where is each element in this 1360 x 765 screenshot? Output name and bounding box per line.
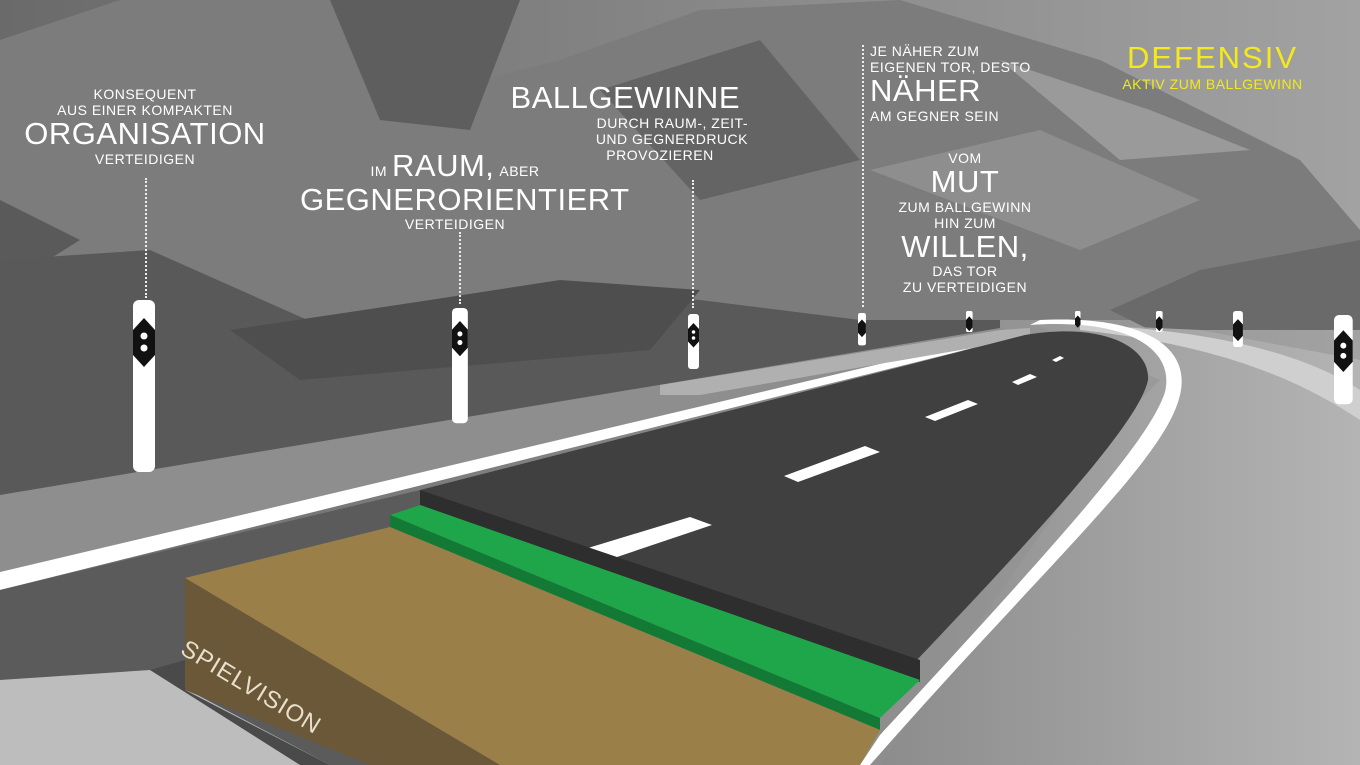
road-surface [420, 331, 1149, 662]
keyword: ORGANISATION [24, 116, 266, 152]
keyword2: GEGNERORIENTIERT [300, 181, 630, 217]
green-layer [390, 505, 920, 718]
keyword: BALLGEWINNE [510, 80, 740, 115]
spielvision-top [185, 527, 880, 765]
leader-line-1 [145, 178, 147, 298]
principle-mut-willen: VOM MUT ZUM BALLGEWINN HIN ZUM WILLEN, D… [890, 150, 1040, 296]
principle-ballgewinne: BALLGEWINNE DURCH RAUM-, ZEIT- UND GEGNE… [510, 80, 748, 163]
leader-line-4 [862, 45, 864, 307]
keyword2: WILLEN, [901, 228, 1029, 264]
keyword: RAUM, [392, 148, 495, 183]
keyword: NÄHER [870, 73, 982, 109]
text-line: VOM [948, 150, 982, 166]
text-line: PROVOZIEREN [606, 146, 714, 163]
text-line: ZUM BALLGEWINN [898, 198, 1032, 215]
leader-line-2 [459, 232, 461, 304]
principle-raum: IM RAUM, ABER GEGNERORIENTIERT VERTEIDIG… [300, 148, 630, 233]
text-line: DURCH RAUM-, ZEIT- [596, 114, 748, 131]
principle-naeher: JE NÄHER ZUM EIGENEN TOR, DESTO NÄHER AM… [870, 43, 1070, 124]
text-line: HIN ZUM [934, 214, 996, 231]
text-line: JE NÄHER ZUM [870, 43, 980, 59]
text-line: DAS TOR [932, 263, 998, 280]
left-verge [0, 328, 1015, 572]
guard-rail [660, 328, 1030, 395]
center-dashes [588, 356, 1064, 560]
text-line: VERTEIDIGEN [94, 150, 196, 167]
text-line: ZU VERTEIDIGEN [902, 279, 1028, 296]
text-line: EIGENEN TOR, DESTO [870, 59, 1031, 76]
text-line: UND GEGNERDRUCK [595, 130, 748, 147]
title-block: DEFENSIV AKTIV ZUM BALLGEWINN [1115, 40, 1310, 92]
reflector-posts [133, 300, 1353, 472]
text-line: VERTEIDIGEN [404, 216, 506, 233]
right-verge [880, 322, 1360, 765]
leader-line-3 [692, 180, 694, 308]
text-line: AUS EINER KOMPAKTEN [57, 102, 233, 119]
keyword: MUT [930, 164, 1000, 200]
title-main: DEFENSIV [1126, 40, 1299, 75]
mountains [0, 0, 1360, 500]
spielvision-front [185, 578, 500, 765]
road-side-face [420, 490, 920, 682]
text-line: KONSEQUENT [93, 86, 197, 102]
suffix: ABER [499, 163, 540, 179]
prefix: IM [370, 163, 388, 179]
text-line: AM GEGNER SEIN [870, 107, 1000, 124]
left-edge-line [0, 332, 1025, 590]
principle-organisation: KONSEQUENT AUS EINER KOMPAKTEN ORGANISAT… [20, 86, 270, 167]
title-sub: AKTIV ZUM BALLGEWINN [1122, 75, 1303, 92]
